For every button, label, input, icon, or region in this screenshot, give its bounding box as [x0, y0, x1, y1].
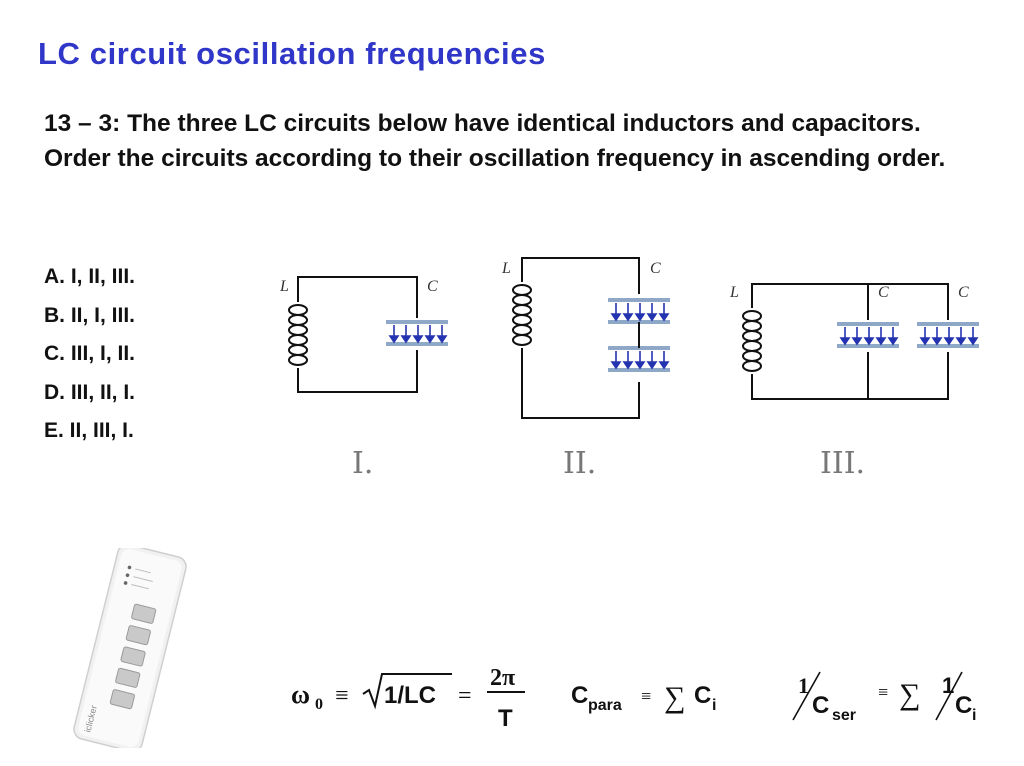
svg-text:1: 1: [798, 673, 809, 698]
svg-text:C: C: [694, 682, 711, 709]
choice-b: B. II, I, III.: [44, 303, 136, 327]
svg-text:≡: ≡: [878, 682, 888, 702]
svg-text:∑: ∑: [664, 681, 685, 714]
circuit-label-3: III.: [820, 446, 866, 481]
choice-d: D. III, II, I.: [44, 380, 136, 404]
svg-text:C: C: [812, 692, 829, 719]
iclicker-image: iclicker: [73, 548, 187, 748]
answer-choices: A. I, II, III. B. II, I, III. C. III, I,…: [44, 258, 135, 451]
svg-text:i: i: [972, 707, 976, 724]
series-capacitance-formula: 1 C ser ≡ ∑ 1 C i: [792, 671, 976, 724]
choice-a: A. I, II, III.: [44, 265, 136, 288]
parallel-capacitance-formula: C para ≡ ∑ C i: [571, 681, 716, 714]
choice-c: C. III, I, II.: [44, 342, 136, 365]
capacitor-label-2: C: [650, 260, 661, 277]
svg-text:=: =: [458, 683, 472, 709]
circuit-label-1: I.: [352, 446, 374, 481]
formula-row: ω 0 ≡ 1/LC = 2π T C para ≡ ∑ C i 1 C ser…: [291, 665, 976, 732]
svg-text:2π: 2π: [490, 665, 515, 691]
capacitor-label-1: C: [427, 278, 438, 295]
resonance-formula: ω 0 ≡ 1/LC = 2π T: [291, 665, 525, 732]
svg-text:T: T: [498, 705, 513, 732]
svg-text:para: para: [588, 697, 622, 714]
choice-e: E. II, III, I.: [44, 419, 134, 442]
inductor-label-3: L: [729, 284, 739, 301]
svg-text:C: C: [955, 692, 972, 719]
svg-text:∑: ∑: [899, 678, 920, 711]
circuit-3: L C C: [729, 283, 981, 400]
svg-text:ω: ω: [291, 680, 310, 709]
circuit-2: L C: [501, 257, 672, 419]
inductor-label-1: L: [279, 278, 289, 295]
svg-text:≡: ≡: [641, 686, 651, 706]
slide-title: LC circuit oscillation frequencies: [38, 36, 546, 71]
circuit-label-2: II.: [563, 446, 597, 481]
svg-text:C: C: [571, 682, 588, 709]
svg-text:ser: ser: [832, 707, 856, 724]
svg-text:i: i: [712, 697, 716, 714]
svg-text:≡: ≡: [335, 683, 349, 709]
inductor-label-2: L: [501, 260, 511, 277]
circuit-diagrams: L C L C L C C: [279, 257, 981, 419]
circuit-1: L C: [279, 276, 450, 393]
capacitor-label-3b: C: [958, 284, 969, 301]
capacitor-label-3a: C: [878, 284, 889, 301]
question-text: 13 – 3: The three LC circuits below have…: [44, 110, 946, 172]
svg-text:1/LC: 1/LC: [384, 682, 436, 709]
svg-text:1: 1: [942, 673, 954, 698]
svg-text:0: 0: [315, 696, 323, 713]
